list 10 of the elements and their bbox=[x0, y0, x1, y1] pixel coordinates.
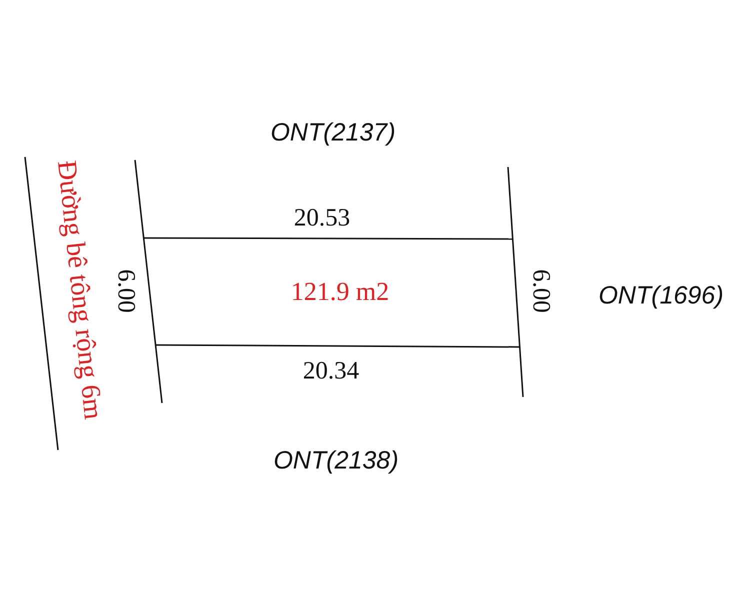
parcel-label: ONT(2138) bbox=[273, 448, 399, 474]
parcel-label: ONT(1696) bbox=[598, 284, 724, 308]
parcel-label: ONT(2137) bbox=[270, 120, 396, 146]
dimension-label: 6.00 bbox=[528, 269, 554, 313]
land-plot bbox=[134, 159, 525, 405]
area-label: 121.9 m2 bbox=[290, 279, 390, 305]
dimension-label: 6.00 bbox=[114, 269, 138, 313]
dimension-label: 20.53 bbox=[294, 206, 350, 230]
road-label: Đường bê tông rộng 6m bbox=[53, 159, 107, 421]
dimension-label: 20.34 bbox=[302, 358, 360, 384]
